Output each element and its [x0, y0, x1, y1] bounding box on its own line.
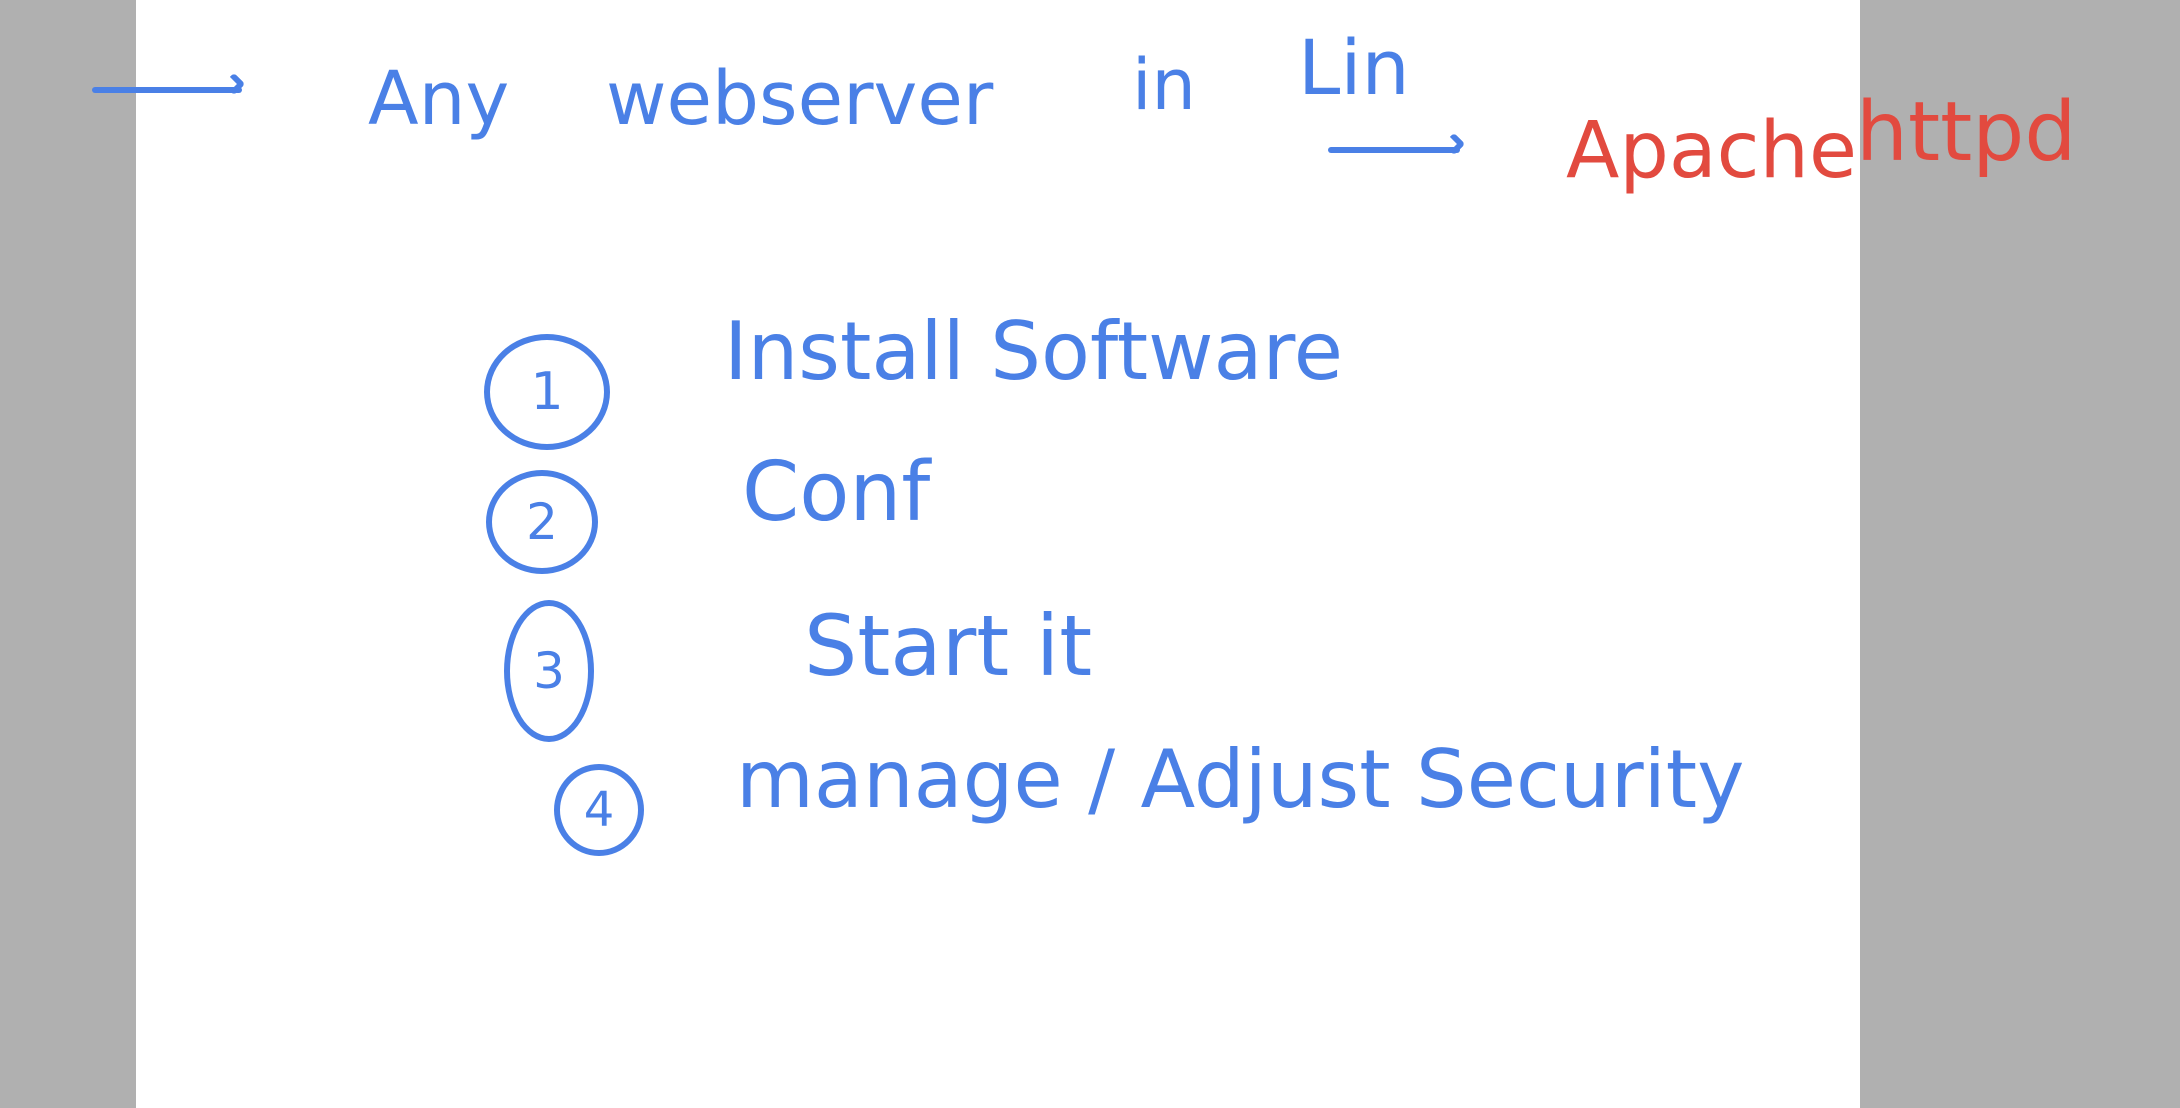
step-3-number: 3 [533, 642, 565, 700]
heading-word-webserver: webserver [606, 56, 994, 142]
heading-word-any: Any [368, 56, 510, 142]
step-1-number-badge: 1 [484, 334, 610, 450]
step-2-number-badge: 2 [486, 470, 598, 574]
step-4-text: manage / Adjust Security [736, 733, 1745, 826]
step-1-number: 1 [530, 362, 564, 422]
left-gutter [0, 0, 136, 1108]
step-3-number-badge: 3 [504, 600, 594, 742]
step-3-text: Start it [804, 597, 1093, 695]
step-1-text: Install Software [724, 305, 1343, 398]
target-word-httpd: httpd [1856, 85, 2077, 180]
heading-word-in: in [1132, 44, 1196, 126]
step-2-text: Conf [742, 445, 931, 540]
step-2-number: 2 [526, 493, 558, 551]
target-word-apache: Apache [1566, 106, 1857, 196]
step-4-number-badge: 4 [554, 764, 644, 856]
heading-word-lin: Lin [1298, 23, 1410, 112]
step-4-number: 4 [583, 782, 615, 838]
note-page: Any webserver in Lin Apache httpd 1 Inst… [92, 0, 2076, 1108]
right-gutter [1860, 0, 2180, 1108]
